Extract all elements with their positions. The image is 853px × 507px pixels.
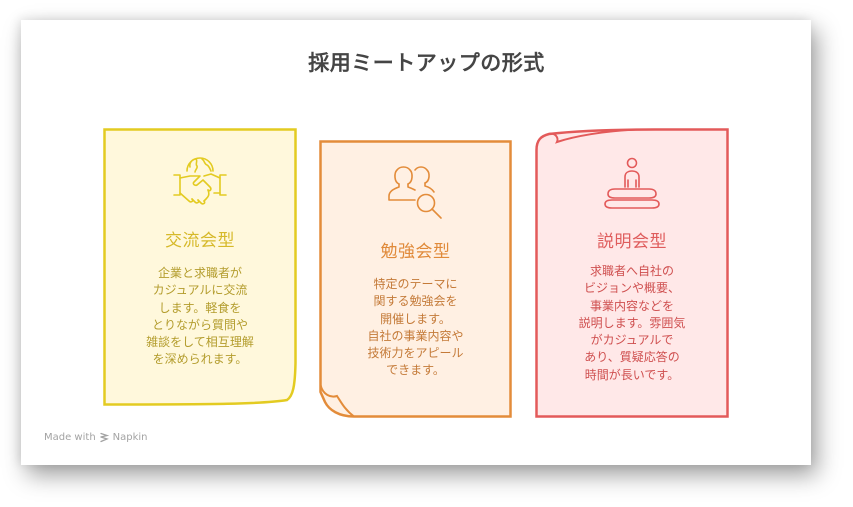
card-frame: [103, 128, 297, 406]
card-study-type: 勉強会型 特定のテーマに 関する勉強会を 開催します。 自社の事業内容や 技術力…: [319, 140, 512, 418]
card-heading: 説明会型: [597, 232, 667, 252]
card-briefing-type: 説明会型 求職者へ自社の ビジョンや概要、 事業内容などを 説明します。雰囲気 …: [535, 128, 729, 418]
card-description: 求職者へ自社の ビジョンや概要、 事業内容などを 説明します。雰囲気 がカジュア…: [578, 264, 686, 382]
presenter-podium-icon: [604, 157, 660, 209]
card-exchange-type: 交流会型 企業と求職者が カジュアルに交流 します。軽食を とりながら質問や 雑…: [103, 128, 297, 406]
footer-brand: Napkin: [112, 432, 148, 443]
card-description: 企業と求職者が カジュアルに交流 します。軽食を とりながら質問や 雑談をして相…: [146, 266, 254, 367]
footer-prefix: Made with: [44, 432, 96, 443]
card-heading: 勉強会型: [380, 242, 451, 262]
made-with-napkin-credit: Made with Napkin: [44, 432, 148, 443]
diagram-title: 採用ミートアップの形式: [308, 51, 545, 75]
card-description: 特定のテーマに 関する勉強会を 開催します。 自社の事業内容や 技術力をアピール…: [367, 277, 464, 378]
people-search-icon: [387, 166, 442, 219]
card-frame: [319, 140, 512, 418]
napkin-logo-icon: [100, 432, 109, 443]
card-heading: 交流会型: [165, 231, 235, 251]
card-frame: [535, 128, 729, 418]
handshake-globe-icon: [173, 157, 227, 205]
